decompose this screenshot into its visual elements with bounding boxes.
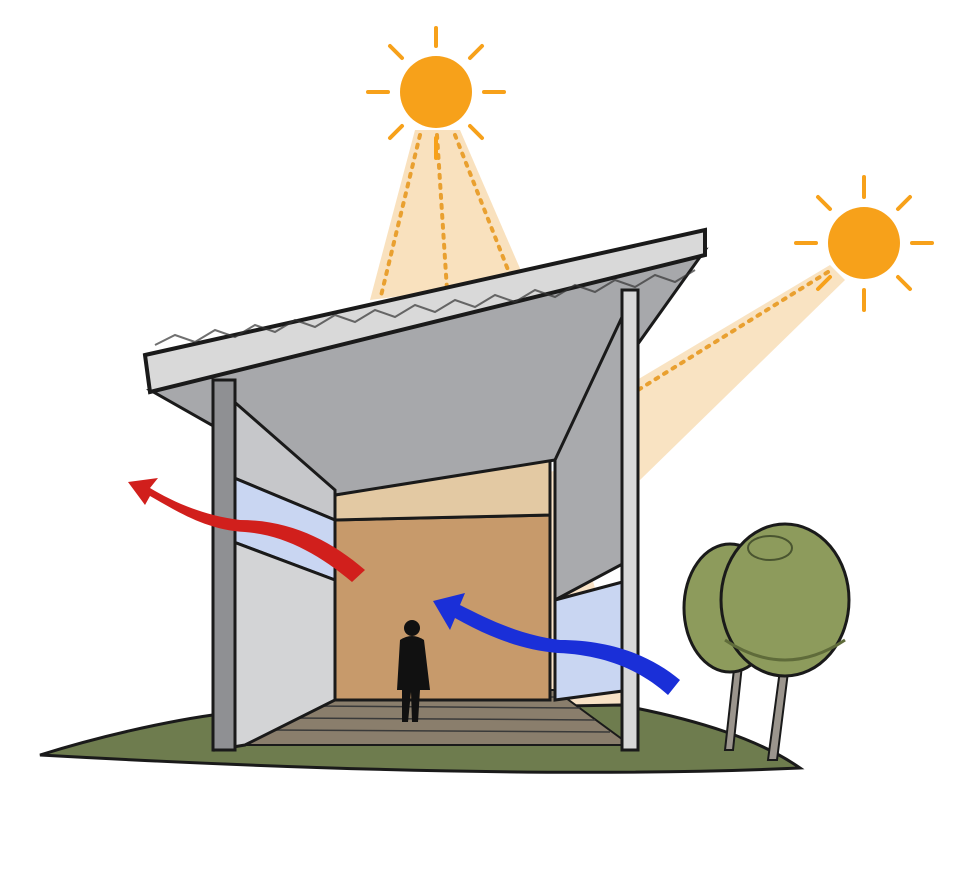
sun-ray-dots [378, 133, 830, 397]
roof-slab [142, 227, 707, 395]
sun-high-icon [366, 26, 506, 160]
right-window [553, 578, 632, 702]
tree-canopy-front [719, 522, 851, 678]
person-silhouette [397, 620, 430, 722]
left-column [211, 378, 237, 752]
trees [682, 522, 851, 761]
right-column [620, 288, 640, 752]
sunlight-beam-high [370, 130, 525, 300]
roof-texture [154, 269, 696, 346]
sun-low-icon [794, 175, 934, 312]
warm-air-outflow-arrow [128, 478, 365, 582]
cool-air-inflow-arrow [433, 593, 680, 695]
